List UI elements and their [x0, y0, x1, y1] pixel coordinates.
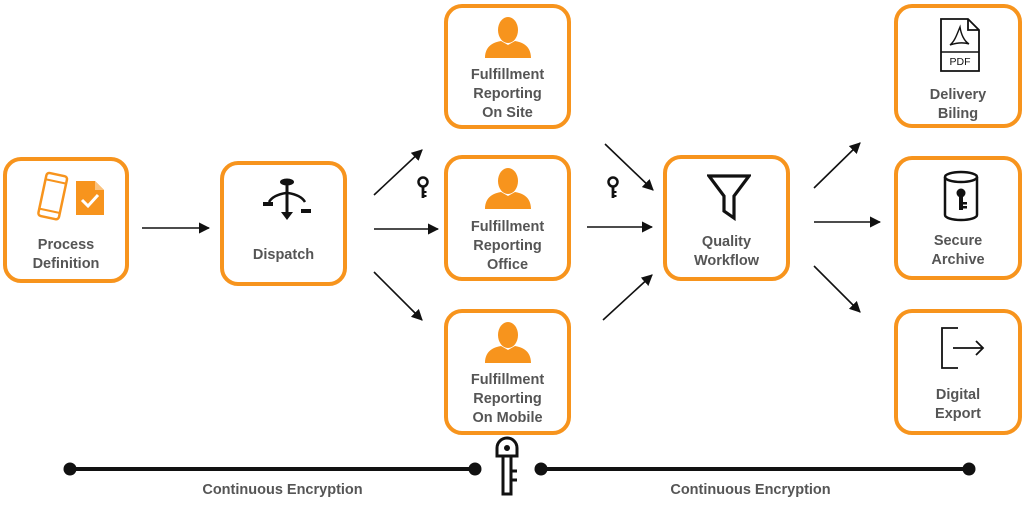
process-definition-label-line2: Definition [32, 256, 100, 272]
secure-archive-box[interactable]: Secure Archive [894, 156, 1022, 280]
person-icon [485, 17, 531, 58]
delivery-billing-label-line1: Delivery [929, 87, 987, 103]
key-icon [495, 436, 519, 496]
dispatch-icon [263, 178, 311, 220]
arrow-dispatch-to-onsite [373, 149, 423, 196]
export-icon [941, 327, 985, 369]
encryption-endpoint-center-right [534, 462, 548, 476]
fulfillment-office-label-line1: Fulfillment [470, 219, 545, 235]
digital-export-label-line2: Export [935, 406, 981, 422]
fulfillment-onsite-label-line1: Fulfillment [470, 67, 545, 83]
quality-workflow-box[interactable]: Quality Workflow [663, 155, 790, 281]
secure-archive-label-line1: Secure [933, 233, 983, 249]
dispatch-box[interactable]: Dispatch [220, 161, 347, 286]
arrow-dispatch-to-mobile [373, 271, 423, 321]
arrow-quality-to-export [813, 265, 861, 313]
person-icon [485, 322, 531, 363]
secure-archive-label-line2: Archive [931, 252, 985, 268]
checked-document-icon [76, 181, 104, 215]
encryption-endpoint-right [962, 462, 976, 476]
person-icon [485, 168, 531, 209]
delivery-billing-label-line2: Biling [937, 106, 979, 122]
quality-workflow-label-line1: Quality [701, 234, 752, 250]
arrow-quality-to-delivery [813, 142, 861, 189]
continuous-encryption-label-left: Continuous Encryption [202, 482, 363, 498]
fulfillment-onsite-box[interactable]: Fulfillment Reporting On Site [444, 4, 571, 129]
fulfillment-onsite-label-line2: Reporting [473, 86, 542, 102]
digital-export-box[interactable]: Digital Export [894, 309, 1022, 435]
process-definition-label-line1: Process [37, 237, 95, 253]
digital-export-label-line1: Digital [935, 387, 981, 403]
fulfillment-mobile-label-line2: Reporting [473, 391, 542, 407]
encryption-endpoint-center-left [468, 462, 482, 476]
fulfillment-onsite-label-line3: On Site [482, 105, 533, 121]
encryption-endpoint-left [63, 462, 77, 476]
continuous-encryption-label-right: Continuous Encryption [670, 482, 831, 498]
fulfillment-mobile-label-line3: On Mobile [472, 410, 543, 426]
fulfillment-office-label-line3: Office [486, 257, 529, 273]
fulfillment-mobile-label-line1: Fulfillment [470, 372, 545, 388]
arrow-onsite-to-quality [604, 143, 654, 191]
pdf-label: PDF [950, 56, 971, 68]
key-icon [417, 176, 429, 200]
dispatch-label: Dispatch [252, 247, 315, 263]
arrow-mobile-to-quality [602, 274, 653, 321]
key-icon [607, 176, 619, 200]
fulfillment-office-box[interactable]: Fulfillment Reporting Office [444, 155, 571, 281]
pdf-file-icon: PDF [940, 18, 980, 72]
fulfillment-office-label-line2: Reporting [473, 238, 542, 254]
delivery-billing-box[interactable]: PDF Delivery Biling [894, 4, 1022, 128]
process-definition-box[interactable]: Process Definition [3, 157, 129, 283]
secure-database-icon [943, 170, 979, 222]
smartphone-icon [37, 171, 69, 221]
fulfillment-mobile-box[interactable]: Fulfillment Reporting On Mobile [444, 309, 571, 435]
quality-workflow-label-line2: Workflow [694, 253, 759, 269]
funnel-icon [707, 174, 751, 221]
